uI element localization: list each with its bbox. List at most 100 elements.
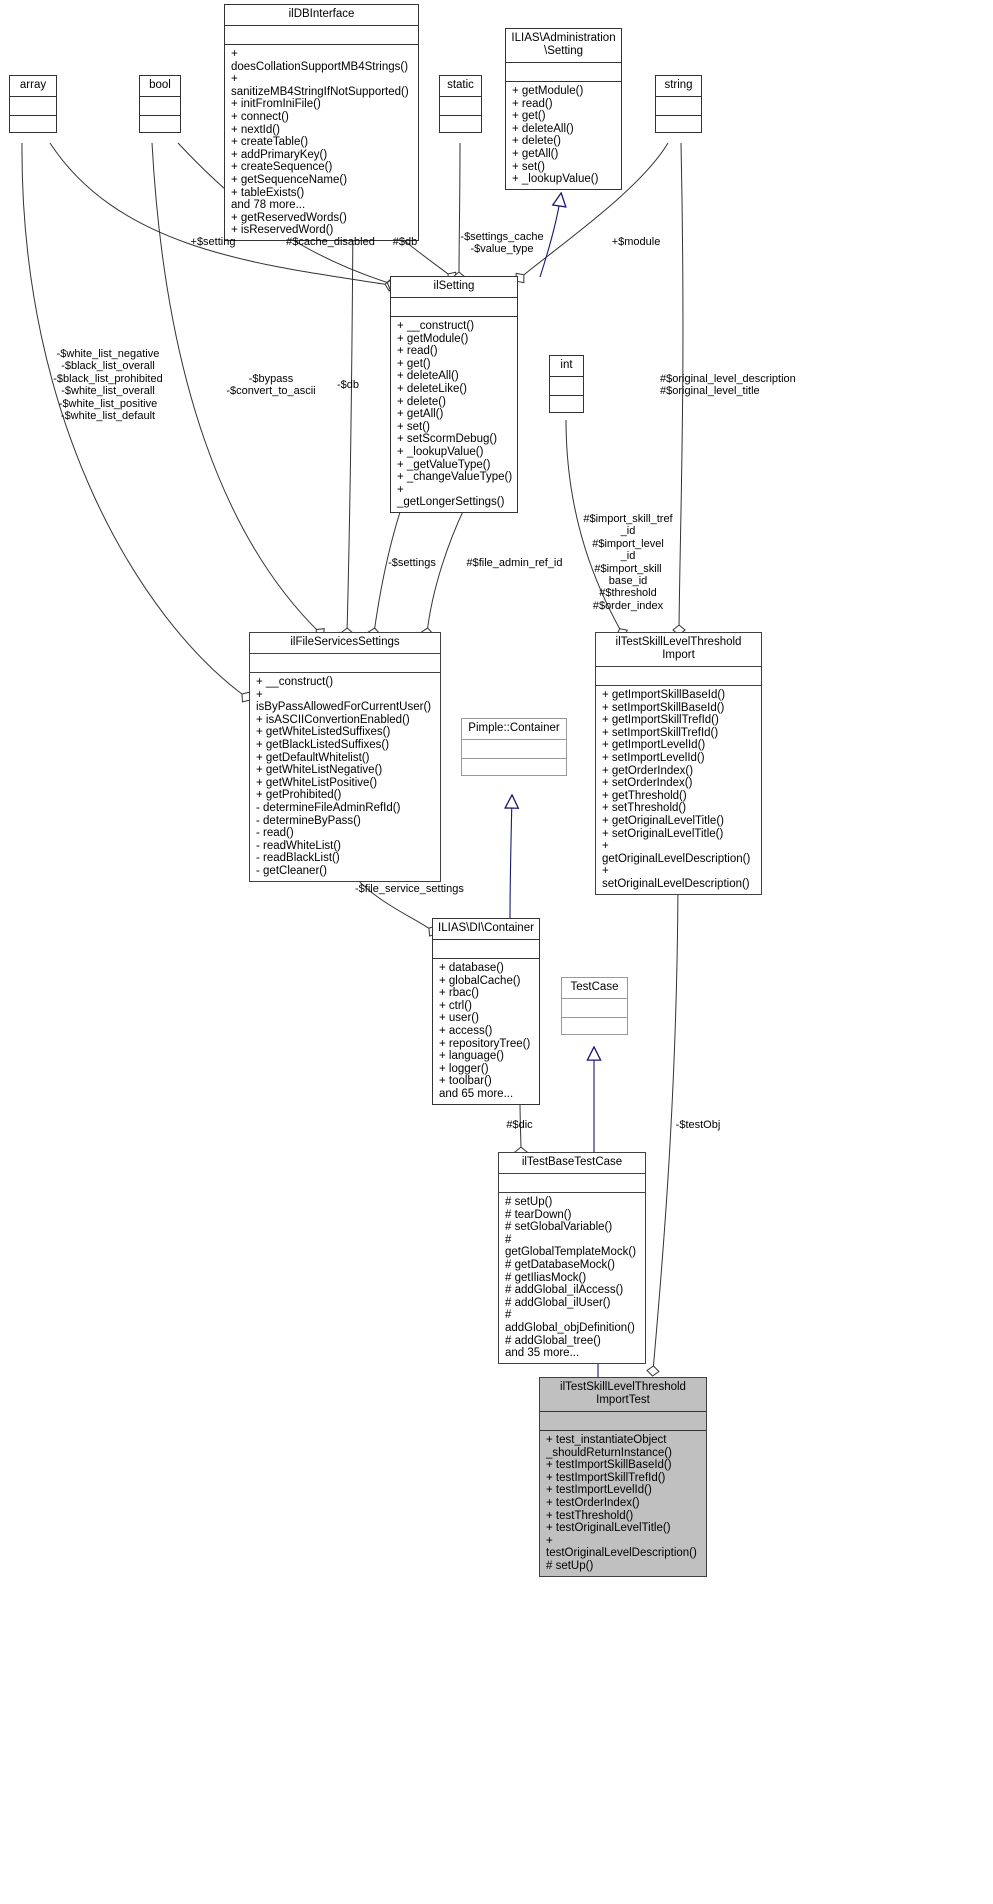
class-attributes (140, 97, 180, 115)
class-box-pimple-container[interactable]: Pimple::Container (461, 718, 567, 776)
divider (10, 96, 56, 97)
class-member-row: + __construct() (397, 320, 475, 332)
class-box-string[interactable]: string (655, 75, 702, 133)
class-member-row: + getAll() (512, 147, 559, 160)
class-title: ilTestBaseTestCase (521, 1156, 623, 1168)
divider (140, 115, 180, 116)
class-methods (140, 116, 180, 132)
class-member-row: + initFromIniFile() (231, 98, 321, 111)
divider (550, 376, 583, 377)
class-member-row: + getWhiteListNegative() (256, 764, 383, 777)
class-member-row: + isASCIIConvertionEnabled() (256, 713, 410, 726)
class-box-di-container[interactable]: ILIAS\DI\Container + database()+ globalC… (432, 918, 540, 1105)
divider (550, 395, 583, 396)
class-box-testcase[interactable]: TestCase (561, 977, 628, 1035)
class-box-ilfileservicessettings[interactable]: ilFileServicesSettings + __construct() + … (249, 632, 441, 882)
class-member-row: + getAll() (397, 408, 444, 421)
class-member-row: + _lookupValue() (512, 173, 599, 186)
class-box-iltestbasetestcase[interactable]: ilTestBaseTestCase # setUp()# tearDown()… (498, 1152, 646, 1364)
class-methods: + getModule()+ read()+ get()+ deleteAll(… (506, 82, 621, 189)
class-attributes (506, 63, 621, 81)
class-box-int[interactable]: int (549, 355, 584, 413)
class-member-row: + getWhiteListedSuffixes() (256, 726, 391, 739)
class-member-row: + __construct() (256, 676, 334, 688)
class-title: string (664, 79, 693, 91)
class-member-row: + globalCache() (439, 974, 521, 987)
class-member-row: + delete() (397, 395, 446, 408)
class-member-row: + setImportLevelId() (602, 751, 705, 764)
class-member-row: + getOrderIndex() (602, 764, 694, 777)
class-box-ildbinterface[interactable]: ilDBInterface + doesCollationSupportMB4S… (224, 4, 419, 241)
class-member-row: and 35 more... (505, 1347, 580, 1360)
class-member-row: + deleteAll() (512, 122, 574, 135)
class-box-static[interactable]: static (439, 75, 482, 133)
edge-label-bypass-convert: -$bypass -$convert_to_ascii (226, 373, 316, 398)
class-member-row: + createSequence() (231, 161, 333, 174)
class-member-row: and 78 more... (231, 199, 306, 212)
class-member-row: + deleteLike() (397, 382, 467, 395)
class-member-row: + user() (439, 1012, 479, 1025)
divider (433, 939, 539, 940)
class-box-array[interactable]: array (9, 75, 57, 133)
class-member-row: # setUp() (505, 1196, 553, 1208)
class-member-row: + nextId() (231, 123, 280, 136)
class-member-row: + testOriginalLevelDescription() (546, 1534, 697, 1560)
class-title: ilFileServicesSettings (290, 636, 400, 648)
class-member-row: # addGlobal_objDefinition() (505, 1309, 635, 1334)
divider (506, 62, 621, 63)
class-member-row: + getProhibited() (256, 789, 342, 802)
divider (562, 998, 627, 999)
edge-label-db-fileservices: -$db (336, 379, 360, 391)
class-member-row: + _changeValueType() (397, 471, 513, 484)
edge-label-testobj: -$testObj (675, 1119, 721, 1131)
class-box-administration-setting[interactable]: ILIAS\Administration \Setting + getModul… (505, 28, 622, 190)
class-member-row: + testImportSkillBaseId() (546, 1459, 672, 1472)
class-member-row: + rbac() (439, 987, 479, 1000)
class-title: Pimple::Container (468, 722, 560, 734)
class-methods (562, 1018, 627, 1034)
class-member-row: + setScormDebug() (397, 433, 498, 446)
class-attributes (596, 667, 761, 685)
class-member-row: + read() (512, 97, 553, 110)
class-member-row: # setGlobalVariable() (505, 1221, 613, 1234)
class-methods (462, 759, 566, 775)
divider (499, 1173, 645, 1174)
class-box-iltestskilllevelthresholdimport[interactable]: ilTestSkillLevelThreshold Import + getIm… (595, 632, 762, 895)
class-member-row: - readBlackList() (256, 852, 340, 865)
class-member-row: # addGlobal_ilAccess() (505, 1284, 624, 1297)
class-member-row: + get() (512, 110, 546, 123)
class-member-row: + addPrimaryKey() (231, 148, 328, 161)
class-member-row: + getModule() (512, 85, 584, 97)
class-attributes (550, 377, 583, 395)
class-attributes (440, 97, 481, 115)
class-methods (440, 116, 481, 132)
class-member-row: + repositoryTree() (439, 1037, 531, 1050)
class-title: array (19, 79, 47, 91)
divider (462, 758, 566, 759)
class-member-row: + delete() (512, 135, 561, 148)
divider (656, 96, 701, 97)
divider (225, 25, 418, 26)
divider (433, 958, 539, 959)
class-box-bool[interactable]: bool (139, 75, 181, 133)
class-member-row: + testImportLevelId() (546, 1484, 652, 1497)
class-box-ilsetting[interactable]: ilSetting + __construct()+ getModule()+ … (390, 276, 518, 513)
class-member-row: + logger() (439, 1062, 489, 1075)
class-title: ILIAS\DI\Container (438, 922, 534, 934)
class-box-iltestskilllevelthresholdimporttest[interactable]: ilTestSkillLevelThreshold ImportTest + t… (539, 1377, 707, 1577)
class-methods (656, 116, 701, 132)
class-member-row: + ctrl() (439, 999, 472, 1012)
class-member-row: + getImportSkillTrefId() (602, 714, 719, 727)
class-attributes (433, 940, 539, 958)
class-member-row: + test_instantiateObject _shouldReturnIn… (546, 1434, 672, 1459)
class-methods: + getImportSkillBaseId()+ setImportSkill… (596, 686, 761, 894)
class-member-row: # addGlobal_ilUser() (505, 1296, 611, 1309)
class-attributes (250, 654, 440, 672)
class-title: ILIAS\Administration \Setting (511, 32, 616, 57)
class-methods: + test_instantiateObject _shouldReturnIn… (540, 1431, 706, 1576)
class-methods: + __construct()+ getModule()+ read()+ ge… (391, 317, 517, 512)
edge-label-settings: -$settings (388, 557, 436, 569)
class-member-row: - read() (256, 827, 294, 840)
class-methods: + doesCollationSupportMB4Strings()+ sani… (225, 45, 418, 240)
